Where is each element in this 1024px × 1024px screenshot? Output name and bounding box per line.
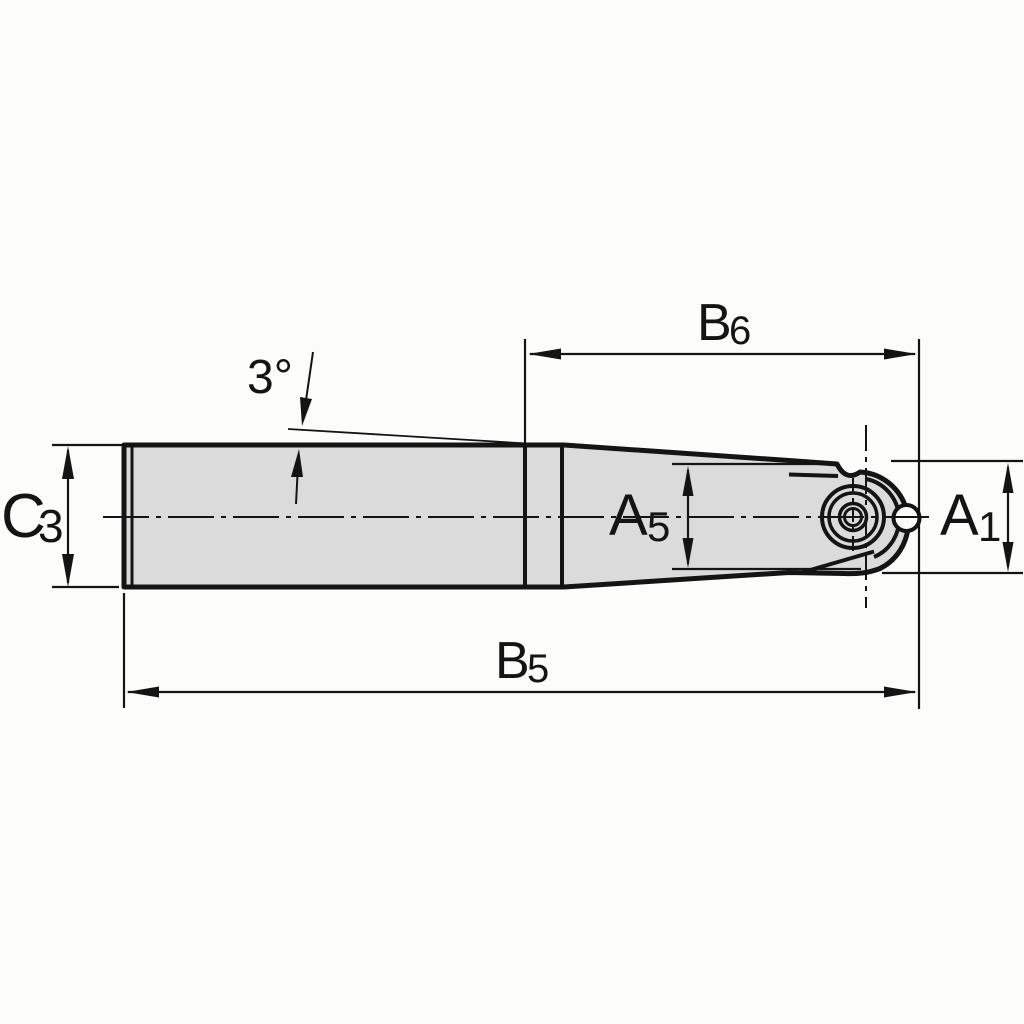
dimension-b5: B 5: [122, 593, 917, 708]
b6-label: B: [697, 294, 732, 352]
centerlines: [103, 425, 934, 608]
b5-label: B: [495, 632, 530, 690]
a1-label: A: [940, 483, 979, 548]
a1-label-subscript: 1: [978, 503, 1001, 550]
taper-construction-line: [287, 428, 528, 445]
b5-arrowhead-right: [884, 686, 917, 698]
b6-arrowhead-left: [528, 348, 561, 360]
head-top-seat-line: [788, 472, 839, 478]
b5-label-subscript: 5: [527, 647, 549, 691]
a1-arrowhead-up: [1002, 463, 1014, 493]
a5-arrowhead-down: [682, 538, 694, 568]
angle-arrowhead-down: [300, 397, 312, 426]
c3-arrowhead-up: [62, 446, 74, 479]
a5-label: A: [609, 483, 648, 548]
dimension-b6: B 6: [523, 294, 921, 709]
dimension-c3: C 3: [1, 443, 122, 589]
b6-label-subscript: 6: [729, 309, 751, 353]
b6-arrowhead-right: [884, 348, 917, 360]
b5-arrowhead-left: [126, 686, 159, 698]
angle-label: 3°: [247, 351, 293, 404]
c3-label: C: [1, 482, 46, 551]
dimension-a5: A 5: [609, 462, 861, 571]
a5-label-subscript: 5: [647, 503, 670, 550]
dimension-a1: A 1: [882, 459, 1023, 575]
c3-label-subscript: 3: [38, 500, 64, 552]
a1-arrowhead-down: [1002, 542, 1014, 572]
a5-arrowhead-up: [682, 466, 694, 496]
c3-arrowhead-down: [62, 554, 74, 587]
angle-arrowhead-up: [291, 449, 303, 477]
angle-dimension: 3°: [247, 351, 528, 505]
